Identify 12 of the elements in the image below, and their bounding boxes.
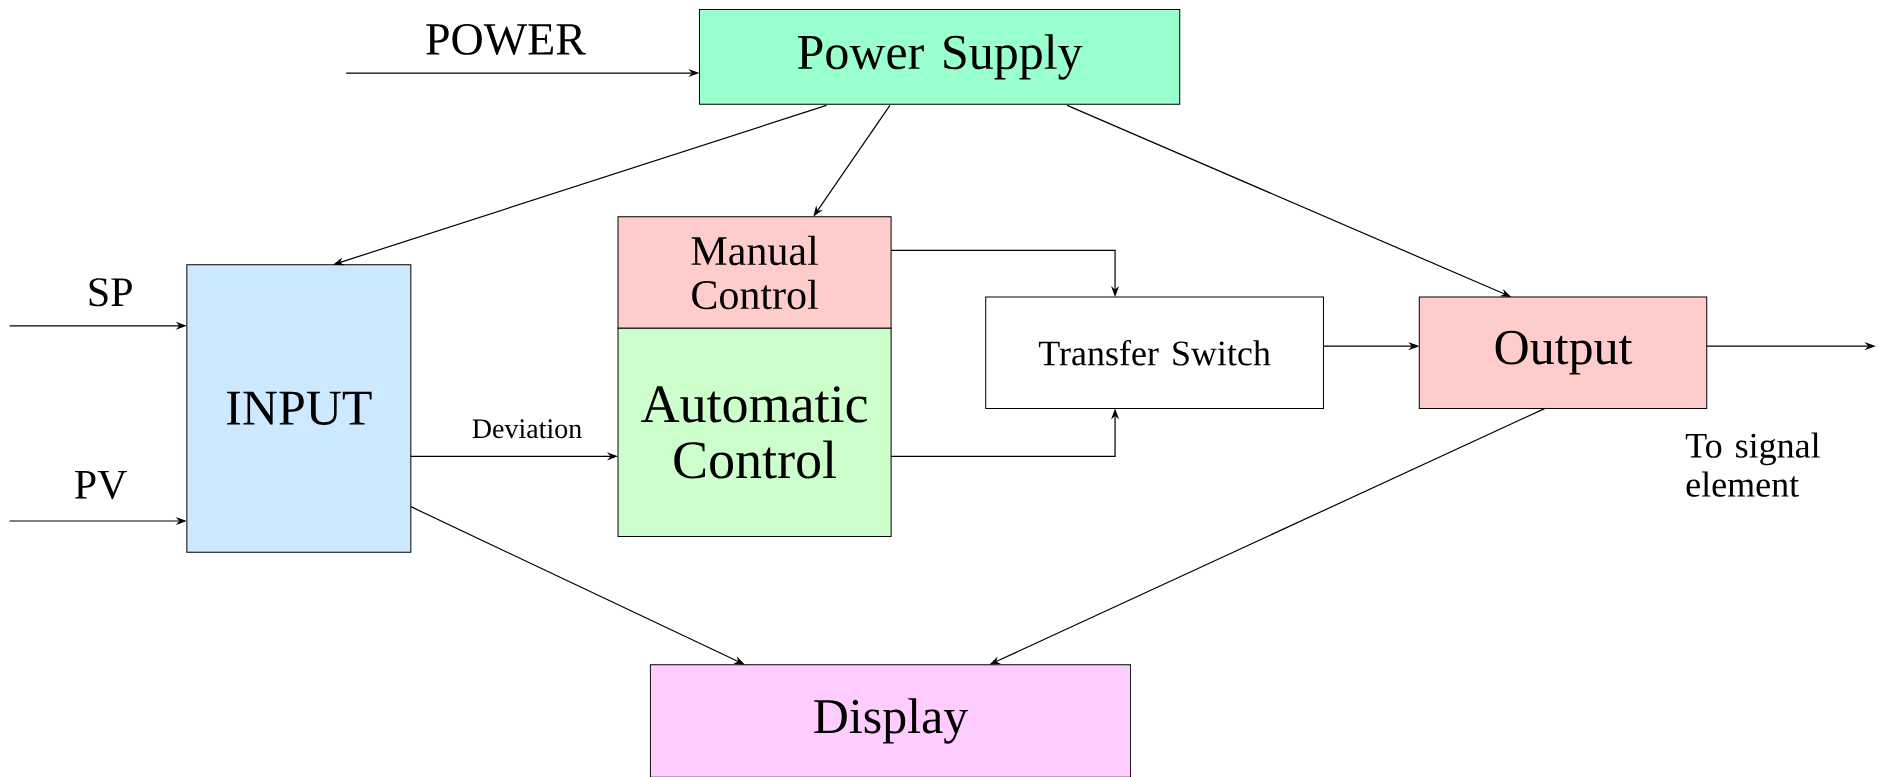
edge-label: PV [75,470,127,499]
manual-control-box: Manual Control [617,216,892,329]
input-box: INPUT [186,264,412,553]
edge-label: SP [89,278,132,307]
transfer-switch-box: Transfer Switch [985,296,1324,409]
edge-label: To signal element [1685,432,1820,497]
automatic-control-box: Automatic Control [617,327,892,537]
power-supply-box: Power Supply [698,8,1181,105]
display-box: Display [649,664,1132,777]
output-box: Output [1418,296,1708,409]
edge-label: POWER [426,23,586,55]
edge-label: Deviation [472,419,582,439]
